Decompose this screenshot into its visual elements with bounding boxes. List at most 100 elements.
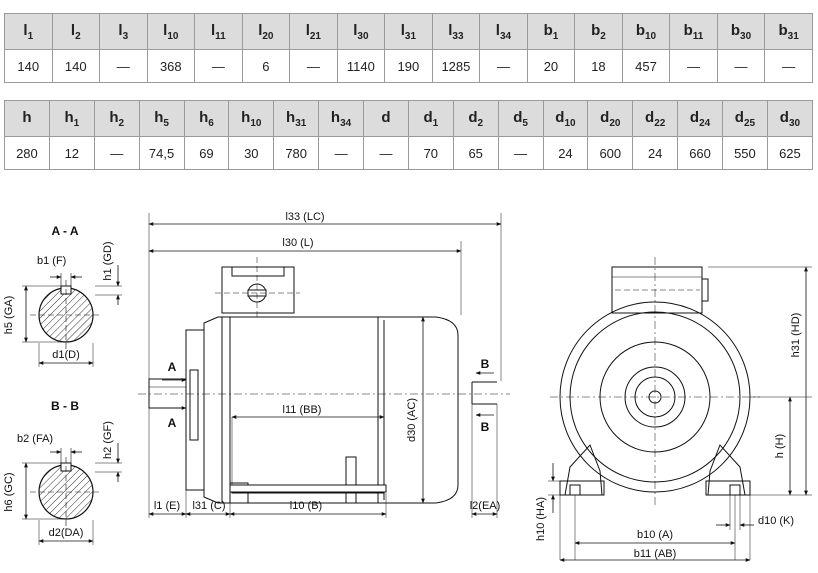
d2-label: d2(DA) (49, 527, 84, 539)
b2-label: b2 (FA) (17, 433, 53, 445)
section-mark-b-bottom: B (481, 420, 490, 434)
d30-label: d30 (AC) (406, 398, 418, 442)
value-cell: 12 (48, 136, 95, 170)
header-cell: h6 (183, 100, 230, 137)
header-cell: d2 (452, 100, 499, 137)
header-symbol: d (468, 108, 478, 126)
header-cell: l3 (99, 13, 148, 50)
header-subscript: 30 (788, 117, 801, 129)
header-symbol: d (381, 108, 391, 126)
header-cell: h34 (318, 100, 364, 137)
header-subscript: 1 (27, 30, 34, 42)
header-subscript: 20 (262, 30, 274, 42)
header-subscript: 5 (163, 117, 169, 129)
value-cell: — (318, 136, 364, 170)
header-symbol: d (689, 108, 700, 126)
value-cell: 18 (574, 49, 623, 83)
motor-dimension-drawing: A - A b1 (F) h1 (GD) h5 (GA) d1(D) B - B (3, 211, 812, 562)
header-symbol: h (199, 108, 209, 126)
h10-label: h10 (HA) (535, 497, 547, 541)
header-subscript: 31 (404, 30, 417, 42)
header-symbol: d (600, 108, 610, 126)
header-symbol: l (305, 21, 310, 39)
header-symbol: d (645, 108, 655, 126)
header-symbol: d (513, 108, 523, 126)
header-subscript: 10 (250, 117, 262, 129)
value-cell: — (363, 136, 409, 170)
header-subscript: 34 (499, 30, 512, 42)
b11-label: b11 (AB) (634, 548, 677, 560)
value-cell: 190 (384, 49, 433, 83)
header-cell: b2 (574, 13, 623, 50)
h2-label: h2 (GF) (102, 421, 114, 459)
value-cell: 140 (4, 49, 53, 83)
header-symbol: h (109, 108, 119, 126)
header-cell: l11 (194, 13, 243, 50)
header-cell: b31 (764, 13, 813, 50)
header-cell: h31 (273, 100, 320, 137)
value-cell: — (479, 49, 528, 83)
value-cell: 660 (677, 136, 723, 170)
header-subscript: 10 (167, 30, 179, 42)
value-cell: 780 (273, 136, 320, 170)
header-symbol: h (241, 108, 251, 126)
header-cell: b1 (526, 13, 576, 50)
value-cell: 1285 (431, 49, 481, 83)
header-cell: d24 (677, 100, 723, 137)
value-cell: 1140 (336, 49, 386, 83)
value-cell: — (93, 136, 140, 170)
section-mark-a-top: A (168, 360, 177, 374)
l1-label: l1 (E) (154, 500, 180, 512)
header-symbol: b (683, 21, 693, 39)
header-cell: b11 (669, 13, 718, 50)
value-cell: — (497, 136, 544, 170)
header-subscript: 2 (477, 117, 484, 129)
value-cell: 69 (183, 136, 230, 170)
h1-label: h1 (GD) (102, 241, 114, 280)
d10-label: d10 (K) (758, 515, 794, 527)
header-symbol: d (779, 108, 789, 126)
b1-label: b1 (F) (37, 255, 66, 267)
section-aa-title: A - A (51, 224, 78, 238)
header-subscript: 2 (600, 30, 606, 42)
section-mark-a-bottom: A (168, 416, 177, 430)
header-cell: h1 (48, 100, 95, 137)
h5-label: h5 (GA) (3, 296, 15, 335)
value-cell: 368 (146, 49, 196, 83)
header-subscript: 11 (692, 30, 704, 42)
value-cell: 280 (4, 136, 50, 170)
header-symbol: b (591, 21, 601, 39)
header-symbol: h (154, 108, 164, 126)
header-symbol: l (495, 21, 500, 39)
header-symbol: l (23, 21, 28, 39)
header-cell: l31 (384, 13, 433, 50)
header-symbol: l (118, 21, 123, 39)
l2-label: l2(EA) (470, 500, 501, 512)
header-cell: d30 (766, 100, 814, 137)
section-aa: A - A b1 (F) h1 (GD) h5 (GA) d1(D) (3, 224, 122, 367)
h-label: h (H) (774, 434, 786, 458)
value-cell: 24 (542, 136, 589, 170)
header-cell: d22 (632, 100, 679, 137)
header-cell: l1 (4, 13, 53, 50)
header-subscript: 30 (357, 30, 369, 42)
header-symbol: b (778, 21, 788, 39)
header-subscript: 10 (564, 117, 576, 129)
value-cell: — (764, 49, 813, 83)
value-cell: 625 (766, 136, 814, 170)
header-subscript: 24 (699, 117, 711, 129)
header-subscript: 21 (309, 30, 321, 42)
header-symbol: b (635, 21, 645, 39)
header-cell: d (363, 100, 409, 137)
value-cell: — (99, 49, 148, 83)
header-symbol: d (555, 108, 565, 126)
d1-label: d1(D) (52, 349, 80, 361)
value-cell: 70 (407, 136, 454, 170)
header-subscript: 1 (432, 117, 439, 129)
l33-label: l33 (LC) (285, 211, 324, 223)
value-cell: — (669, 49, 718, 83)
header-subscript: 2 (75, 30, 81, 42)
